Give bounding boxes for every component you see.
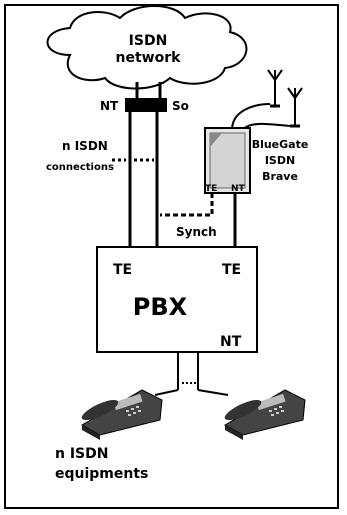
bluegate-nt-label: NT bbox=[231, 184, 246, 194]
equipments-label-line2: equipments bbox=[55, 466, 148, 482]
nt-terminator-block bbox=[125, 98, 167, 112]
connections-label-line1: n ISDN bbox=[62, 139, 108, 153]
phone-icon bbox=[223, 389, 306, 440]
pbx-te-right-label: TE bbox=[222, 262, 241, 278]
pbx-te-left-label: TE bbox=[113, 262, 132, 278]
bluegate-label-line1: BlueGate bbox=[252, 138, 309, 151]
so-label: So bbox=[172, 99, 189, 113]
connections-label-line2: connections bbox=[46, 162, 114, 173]
pbx-box bbox=[96, 246, 258, 353]
phone-icon bbox=[80, 389, 163, 440]
bluegate-label-line2: ISDN bbox=[265, 154, 295, 167]
bluegate-device bbox=[204, 127, 251, 194]
network-label-line2: network bbox=[116, 50, 182, 66]
equipments-label-line1: n ISDN bbox=[55, 446, 108, 462]
bluegate-te-label: TE bbox=[205, 184, 217, 194]
synch-label: Synch bbox=[176, 225, 217, 239]
bluegate-label-line3: Brave bbox=[262, 170, 298, 183]
pbx-title: PBX bbox=[133, 293, 188, 321]
pbx-nt-label: NT bbox=[220, 334, 242, 350]
isdn-network-cloud bbox=[46, 5, 248, 90]
nt-label: NT bbox=[100, 99, 119, 113]
network-label-line1: ISDN bbox=[129, 33, 168, 49]
antenna-icon bbox=[231, 69, 303, 131]
